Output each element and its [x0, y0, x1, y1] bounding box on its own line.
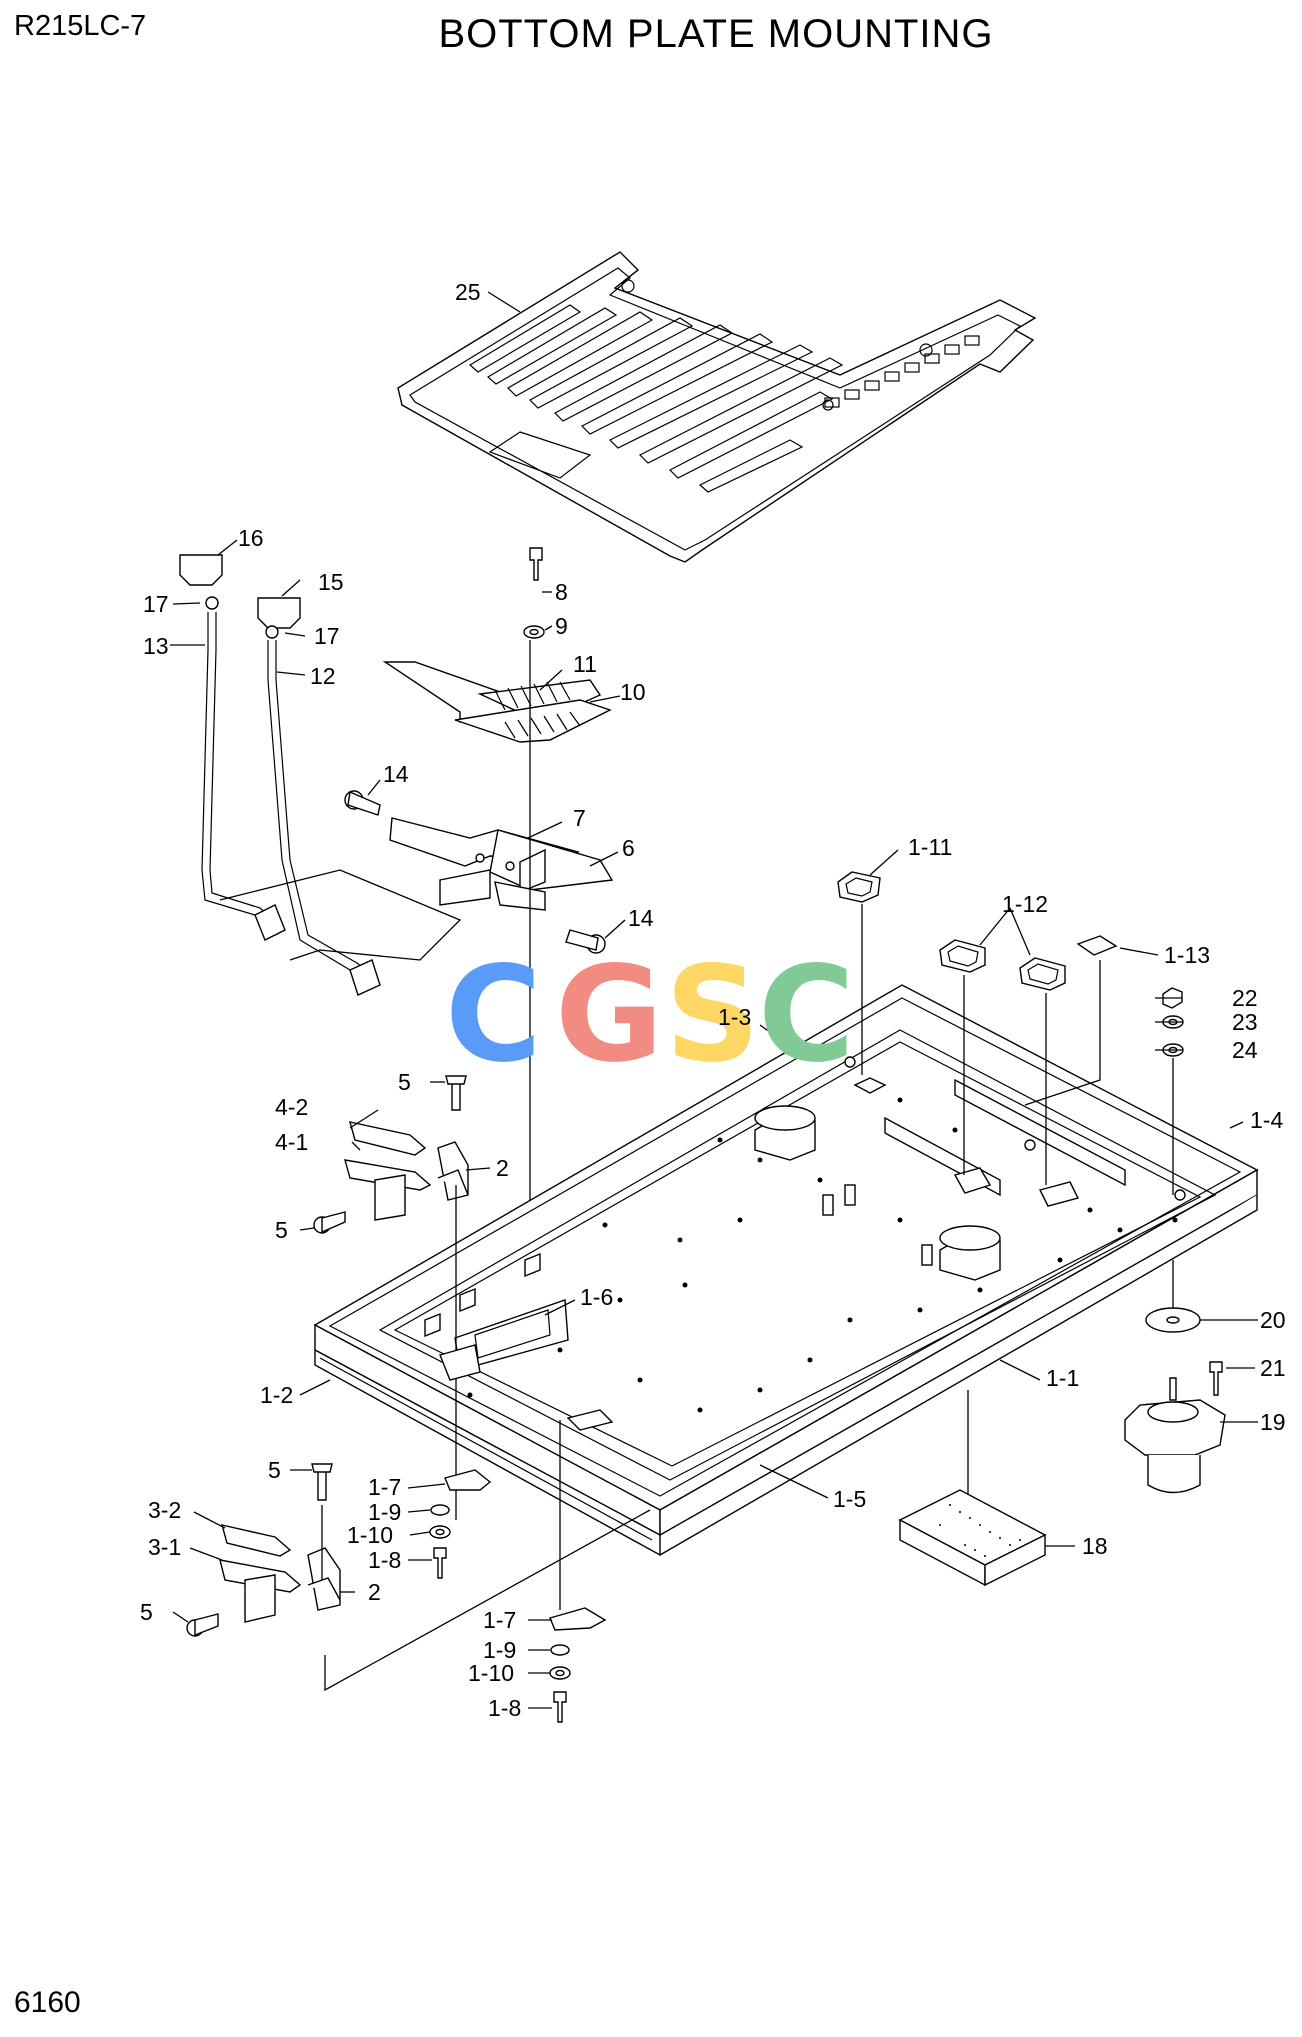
callout-label: 5 — [140, 1599, 153, 1625]
leader-lines — [170, 291, 1258, 1709]
callout-label: 20 — [1260, 1307, 1286, 1333]
callout-label: 6 — [622, 835, 635, 861]
callout-label: 1-8 — [368, 1547, 401, 1573]
callout-label: 13 — [143, 633, 169, 659]
callout-label: 1-12 — [1002, 891, 1048, 917]
callout-label: 2 — [496, 1155, 509, 1181]
callout-label: 3-2 — [148, 1497, 181, 1523]
callout-label: 15 — [318, 569, 344, 595]
callout-labels: 25 16 17 15 17 13 12 8 9 11 10 14 7 6 14… — [140, 279, 1286, 1721]
callout-label: 1-7 — [483, 1607, 516, 1633]
callout-label: 1-3 — [718, 1004, 751, 1030]
callout-label: 1-7 — [368, 1474, 401, 1500]
callout-label: 1-1 — [1046, 1365, 1079, 1391]
part-side-brackets — [186, 1075, 651, 1692]
part-floor-plate — [313, 984, 1259, 1557]
part-fasteners — [429, 1344, 614, 1723]
part-mount-assembly — [1124, 1260, 1226, 1494]
watermark-logo: C G S C — [445, 938, 855, 1092]
callout-label: 1-9 — [368, 1499, 401, 1525]
callout-label: 18 — [1082, 1533, 1108, 1559]
callout-label: 1-9 — [483, 1637, 516, 1663]
callout-label: 9 — [555, 613, 568, 639]
callout-label: 1-6 — [580, 1284, 613, 1310]
callout-label: 11 — [573, 651, 597, 677]
watermark-letter-1: C — [445, 938, 542, 1092]
callout-label: 5 — [398, 1069, 411, 1095]
callout-label: 5 — [268, 1457, 281, 1483]
part-mat-18 — [898, 1390, 1047, 1587]
part-grommets — [837, 871, 1118, 1185]
callout-label: 1-10 — [468, 1660, 514, 1686]
callout-label: 3-1 — [148, 1534, 181, 1560]
part-levers — [179, 554, 462, 996]
callout-label: 14 — [628, 905, 654, 931]
callout-label: 17 — [143, 591, 169, 617]
callout-label: 8 — [555, 579, 568, 605]
callout-label: 17 — [314, 623, 340, 649]
callout-label: 1-11 — [908, 834, 952, 860]
watermark-letter-4: C — [758, 938, 855, 1092]
callout-label: 14 — [383, 761, 409, 787]
page-number: 6160 — [14, 1986, 81, 2019]
callout-label: 4-2 — [275, 1094, 308, 1120]
callout-label: 10 — [620, 679, 646, 705]
callout-label: 4-1 — [275, 1129, 308, 1155]
callout-label: 21 — [1260, 1355, 1286, 1381]
watermark-letter-2: G — [555, 938, 663, 1092]
watermark-letter-3: S — [665, 938, 760, 1092]
callout-label: 24 — [1232, 1037, 1258, 1063]
callout-label: 19 — [1260, 1409, 1286, 1435]
callout-label: 5 — [275, 1217, 288, 1243]
callout-label: 22 — [1232, 985, 1258, 1011]
callout-label: 12 — [310, 663, 336, 689]
callout-label: 2 — [368, 1579, 381, 1605]
callout-label: 23 — [1232, 1009, 1258, 1035]
callout-label: 1-2 — [260, 1382, 293, 1408]
callout-label: 1-4 — [1250, 1107, 1283, 1133]
callout-label: 25 — [455, 279, 481, 305]
callout-label: 1-8 — [488, 1695, 521, 1721]
callout-label: 1-13 — [1164, 942, 1210, 968]
model-number: R215LC-7 — [14, 10, 147, 42]
callout-label: 1-10 — [347, 1522, 393, 1548]
callout-label: 16 — [238, 525, 264, 551]
callout-label: 7 — [573, 805, 586, 831]
page-title: BOTTOM PLATE MOUNTING — [438, 12, 994, 56]
callout-label: 1-5 — [833, 1486, 866, 1512]
part-floor-mat — [397, 251, 1037, 563]
